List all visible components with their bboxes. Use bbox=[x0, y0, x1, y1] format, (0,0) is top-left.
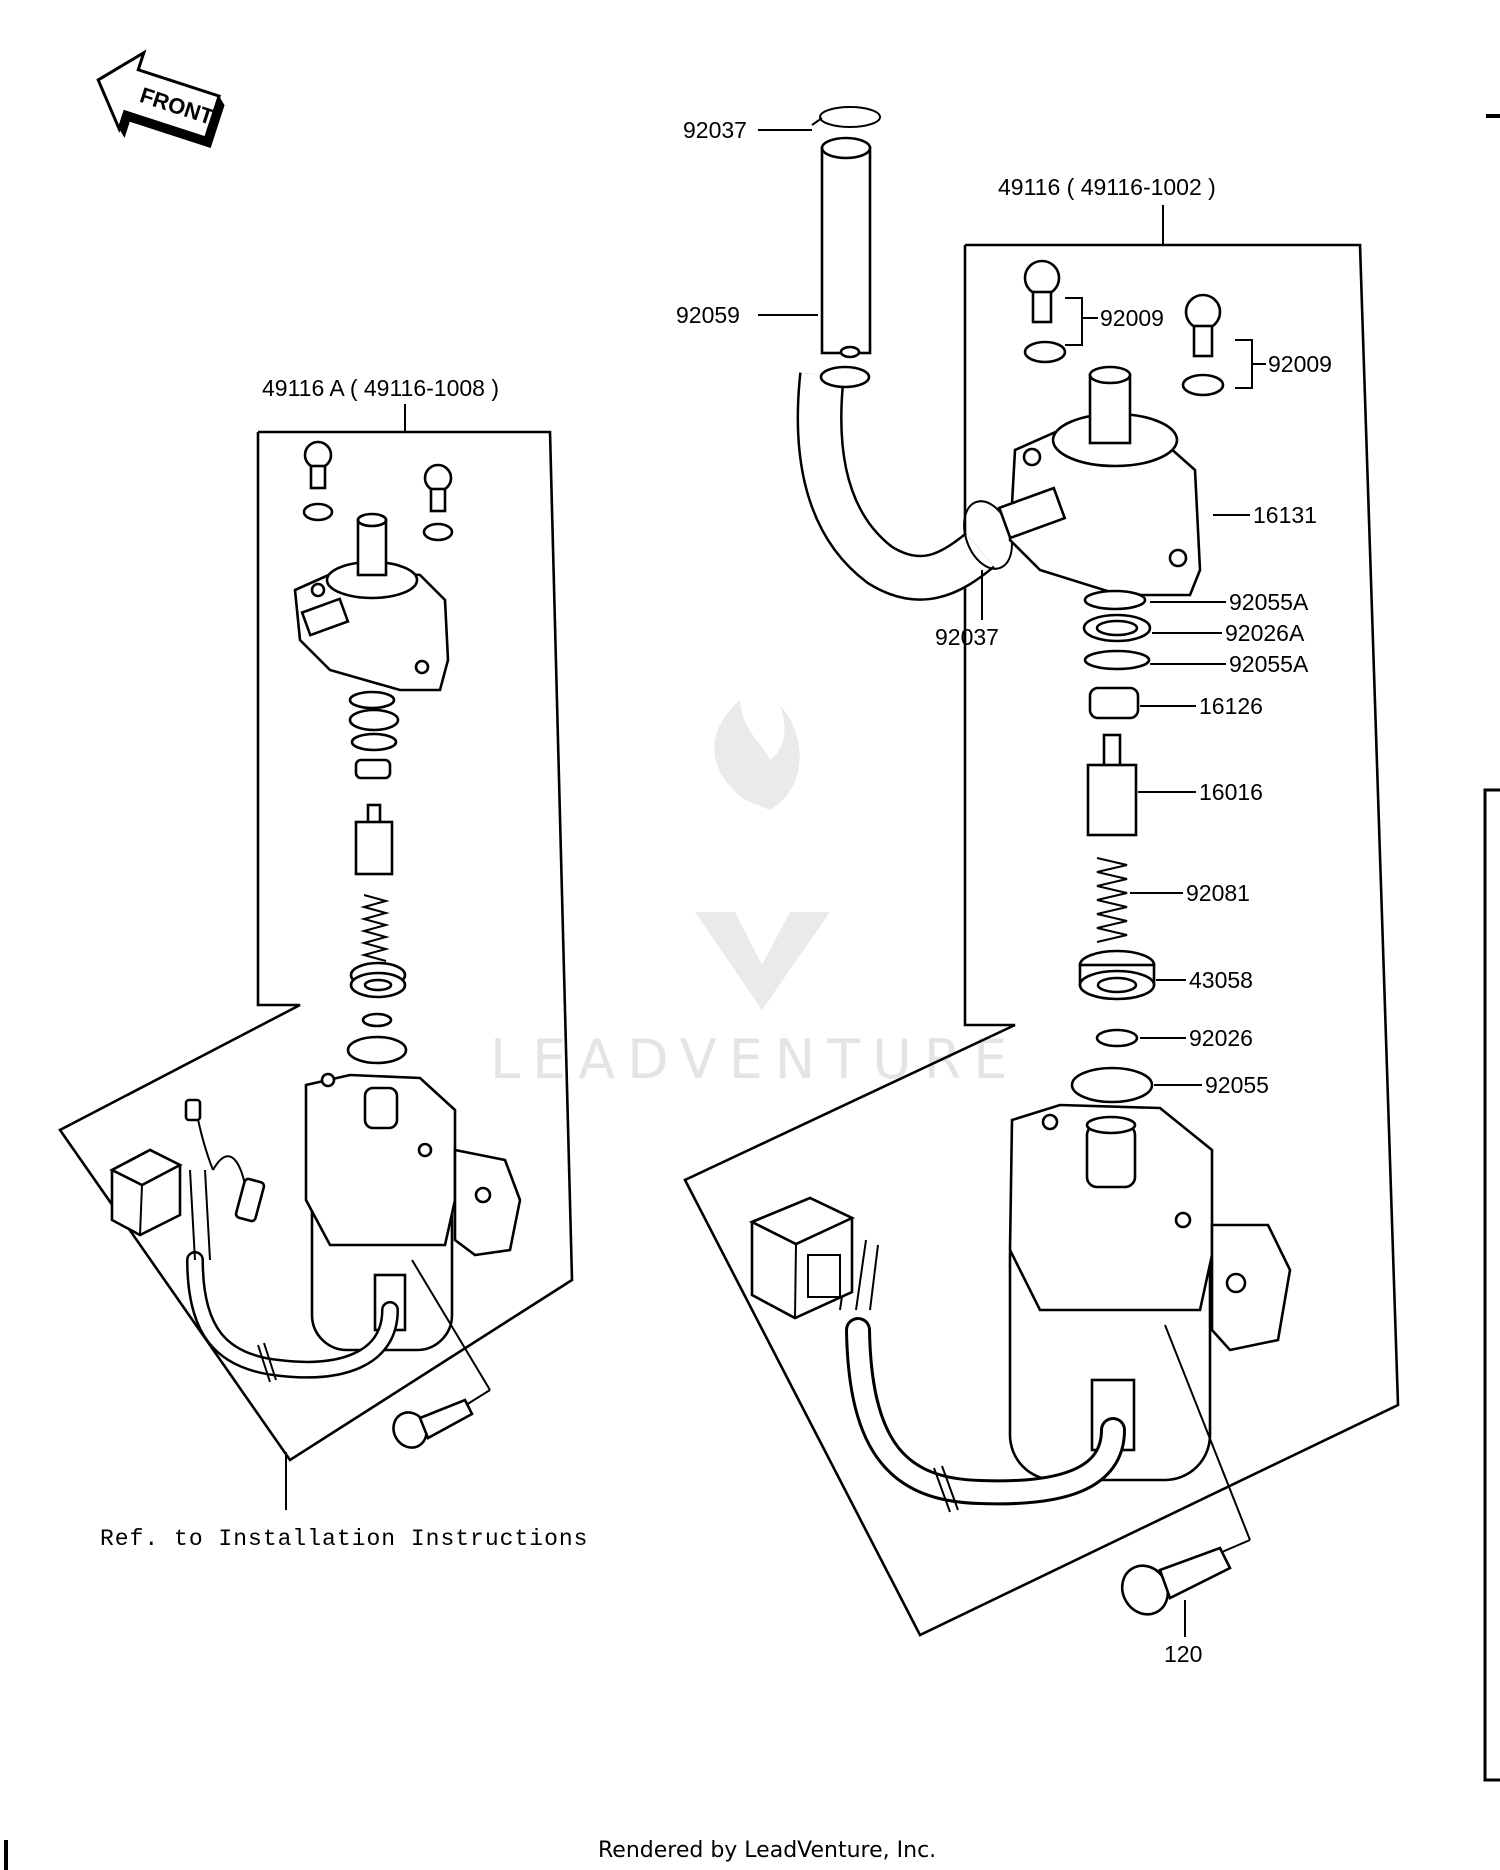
callout-92055A-a: 92055A bbox=[1229, 589, 1309, 615]
page-edge-marks bbox=[4, 114, 1500, 1870]
callout-92037-bottom: 92037 bbox=[935, 624, 999, 650]
front-arrow-icon: FRONT bbox=[96, 49, 225, 148]
footer-credit: Rendered by LeadVenture, Inc. bbox=[598, 1838, 936, 1863]
right-electrical-connector bbox=[748, 1196, 856, 1320]
watermark-text: LEADVENTURE bbox=[490, 1028, 1019, 1091]
left-pump-body bbox=[304, 1072, 522, 1352]
callout-16131: 16131 bbox=[1253, 502, 1317, 528]
left-assembly-frame bbox=[58, 430, 574, 1462]
callout-43058: 43058 bbox=[1189, 967, 1253, 993]
left-pump-cover bbox=[293, 512, 450, 692]
installation-note: Ref. to Installation Instructions bbox=[100, 1526, 588, 1552]
left-assembly: 49116 A ( 49116-1008 ) bbox=[58, 375, 588, 1552]
callout-16016: 16016 bbox=[1199, 779, 1263, 805]
callout-92081: 92081 bbox=[1186, 880, 1250, 906]
callout-92009-b: 92009 bbox=[1268, 351, 1332, 377]
left-electrical-connector bbox=[109, 1148, 183, 1237]
leadventure-watermark: LEADVENTURE bbox=[490, 700, 1019, 1091]
right-internal-parts bbox=[1070, 589, 1156, 1104]
right-assembly-frame bbox=[683, 243, 1400, 1637]
right-pump-body bbox=[1008, 1103, 1292, 1482]
callout-16126: 16126 bbox=[1199, 693, 1263, 719]
callout-92009-a: 92009 bbox=[1100, 305, 1164, 331]
callout-92026: 92026 bbox=[1189, 1025, 1253, 1051]
right-assembly: 49116 ( 49116-1002 ) bbox=[676, 106, 1400, 1667]
right-mounting-bolt bbox=[1120, 1324, 1251, 1637]
right-screw-washer-set bbox=[1023, 259, 1225, 397]
left-wire-harness bbox=[184, 1098, 399, 1383]
callout-92037-top: 92037 bbox=[683, 117, 747, 143]
left-screw-washer-set bbox=[302, 440, 454, 542]
callout-120: 120 bbox=[1164, 1641, 1202, 1667]
callout-92055A-b: 92055A bbox=[1229, 651, 1309, 677]
callout-92026A: 92026A bbox=[1225, 620, 1305, 646]
callout-92055: 92055 bbox=[1205, 1072, 1269, 1098]
left-mounting-bolt bbox=[392, 1259, 491, 1449]
left-internal-parts bbox=[346, 690, 408, 1065]
right-pump-cover bbox=[997, 365, 1202, 597]
fuel-hose bbox=[796, 106, 1013, 601]
left-assembly-title: 49116 A ( 49116-1008 ) bbox=[262, 375, 499, 401]
right-wire-harness bbox=[839, 1239, 1126, 1513]
right-assembly-title: 49116 ( 49116-1002 ) bbox=[998, 174, 1216, 200]
callout-92059: 92059 bbox=[676, 302, 740, 328]
callout-leaders bbox=[758, 129, 1266, 1086]
